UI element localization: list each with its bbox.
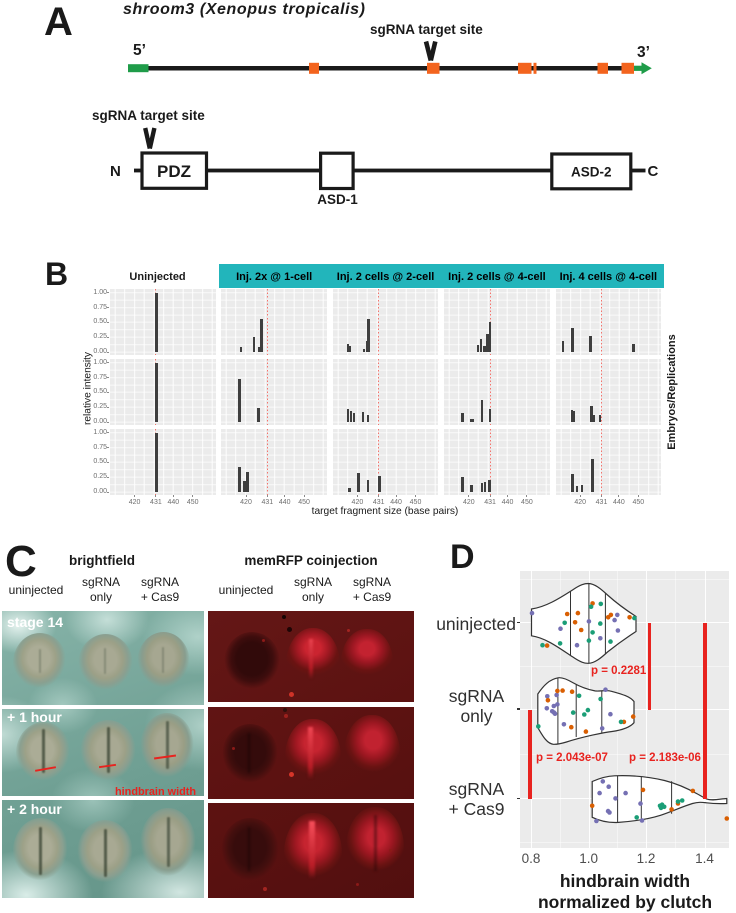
svg-text:PDZ: PDZ [157,162,191,181]
svg-text:3’: 3’ [637,44,650,61]
svg-text:sgRNA target site: sgRNA target site [370,22,483,37]
svg-text:N: N [110,163,121,180]
svg-text:ASD-1: ASD-1 [317,192,358,207]
svg-text:sgRNA target site: sgRNA target site [92,108,205,123]
svg-text:shroom3 (Xenopus tropicalis): shroom3 (Xenopus tropicalis) [123,1,366,18]
svg-text:C: C [648,163,659,180]
svg-text:5’: 5’ [133,42,146,59]
svg-text:A: A [44,0,73,44]
svg-text:ASD-2: ASD-2 [571,165,612,180]
